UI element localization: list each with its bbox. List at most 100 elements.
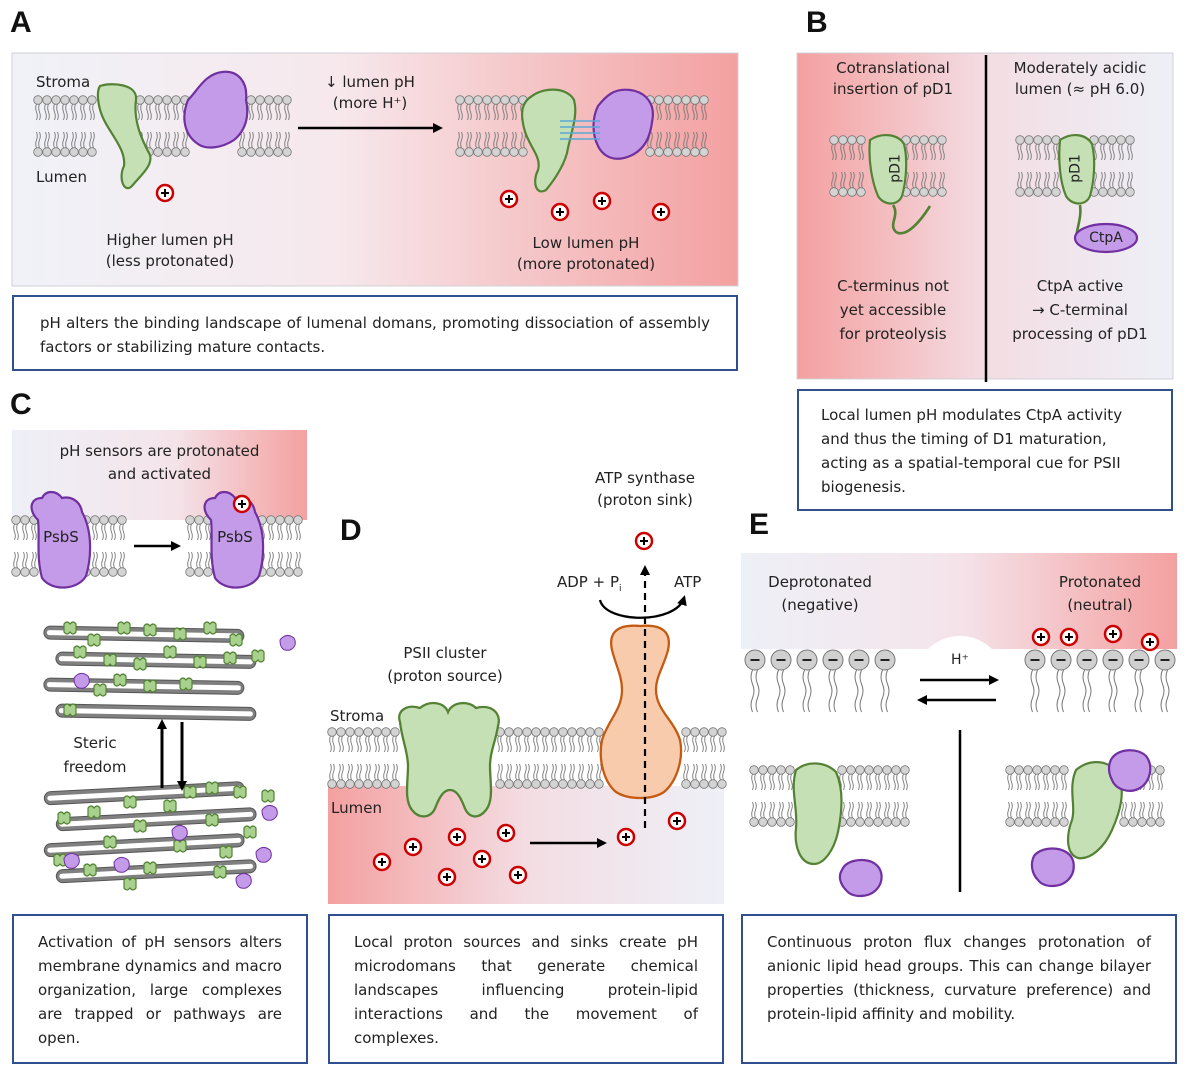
higher-ph-label-line2: (less protonated) — [105, 252, 235, 270]
lumenal-protein-purple — [183, 70, 249, 149]
psii-complex — [93, 683, 107, 697]
psbs-label-right: PsbS — [217, 528, 253, 546]
lipid — [767, 765, 777, 827]
anionic-lipid-head — [770, 649, 792, 713]
protonated-label-line2: (neutral) — [1067, 596, 1133, 614]
anionic-lipid-head — [1076, 649, 1098, 713]
lipid — [293, 515, 303, 577]
lipid — [1014, 765, 1024, 827]
anionic-lipid-head — [1154, 649, 1176, 713]
psii-complex — [203, 621, 217, 635]
lipid — [194, 515, 204, 577]
lumen-label-a: Lumen — [36, 168, 87, 186]
lipid — [891, 765, 901, 827]
lipid — [108, 515, 118, 577]
cotranslational-title-line2: insertion of pD1 — [832, 80, 954, 98]
lipid — [185, 515, 195, 577]
ctpa-label: CtpA — [1089, 230, 1123, 246]
psii-complex — [205, 813, 219, 827]
psii-label-line2: (proton source) — [387, 667, 503, 685]
lipid — [540, 727, 550, 789]
acidic-lumen-title-line2: lumen (≈ pH 6.0) — [1014, 80, 1146, 98]
mobile-complex — [255, 846, 272, 863]
caption-e: Continuous proton flux changes protonati… — [741, 914, 1177, 1064]
pd1-label-left: pD1 — [887, 154, 904, 183]
anionic-lipid-head — [796, 649, 818, 713]
deprotonated-membrane — [744, 649, 896, 713]
lipid — [372, 727, 382, 789]
psii-complex — [123, 877, 137, 891]
lipid — [699, 727, 709, 789]
psii-complex — [261, 789, 275, 803]
psii-complex — [123, 795, 137, 809]
deprotonated-label-line2: (negative) — [781, 596, 859, 614]
anionic-lipid-head — [874, 649, 896, 713]
lipid — [363, 727, 373, 789]
psii-complex — [219, 845, 233, 859]
low-ph-label-line2: (more protonated) — [516, 255, 656, 273]
psii-complex — [63, 703, 77, 717]
psii-complex — [63, 621, 77, 635]
lipid — [99, 515, 109, 577]
lipid — [1005, 765, 1015, 827]
lipid — [567, 727, 577, 789]
panel-label-b: B — [806, 6, 828, 39]
lipid — [275, 515, 285, 577]
psii-complex — [87, 805, 101, 819]
psii-complex — [143, 623, 157, 637]
arrow-label-a-line2: (more H⁺) — [332, 94, 408, 112]
lipid — [11, 515, 21, 577]
psii-complex — [133, 819, 147, 833]
lipid — [1050, 765, 1060, 827]
atp-synthase-label-line2: (proton sink) — [597, 491, 693, 509]
sensor-label-line1: pH sensors are protonated — [59, 442, 260, 460]
caption-d: Local proton sources and sinks create pH… — [328, 914, 724, 1064]
psii-complex — [183, 785, 197, 799]
lipid — [690, 727, 700, 789]
panel-b-artwork — [796, 52, 1174, 382]
panel-d-artwork — [327, 531, 727, 904]
sensor-label-line2: and activated — [107, 465, 212, 483]
protonated-label-line1: Protonated — [1058, 573, 1142, 591]
lipid — [20, 515, 30, 577]
assembly-factor-green — [96, 83, 152, 190]
atp-label: ATP — [674, 573, 702, 591]
lipid — [900, 765, 910, 827]
mobile-complex — [261, 804, 278, 821]
psii-complex — [163, 799, 177, 813]
lipid — [531, 727, 541, 789]
hplus-label: H⁺ — [951, 652, 969, 668]
deprotonated-label-line1: Deprotonated — [768, 573, 872, 591]
binding-contacts — [560, 120, 600, 140]
right-note-line1: CtpA active — [1036, 277, 1124, 295]
acidic-lumen-title-line1: Moderately acidic — [1013, 59, 1147, 77]
psii-complex — [133, 657, 147, 671]
stroma-label-a: Stroma — [36, 73, 91, 91]
panel-c-artwork — [11, 430, 307, 891]
left-note-line3: for proteolysis — [839, 325, 947, 343]
psii-complex — [73, 645, 87, 659]
lipid — [855, 765, 865, 827]
caption-c: Activation of pH sensors alters membrane… — [12, 914, 308, 1064]
mobile-complex — [171, 824, 188, 841]
lipid — [749, 765, 759, 827]
psii-complex — [173, 839, 187, 853]
lipid — [522, 727, 532, 789]
psii-complex — [229, 633, 243, 647]
psbs-label-left: PsbS — [43, 528, 79, 546]
lipid — [327, 727, 337, 789]
lipid — [1041, 765, 1051, 827]
psii-complex — [173, 627, 187, 641]
higher-ph-label-line1: Higher lumen pH — [106, 231, 234, 249]
lipid — [1155, 765, 1165, 827]
lipid — [549, 727, 559, 789]
right-note-line2: → C-terminal — [1032, 301, 1128, 319]
lipid — [776, 765, 786, 827]
low-ph-label-line1: Low lumen pH — [532, 234, 640, 252]
lipid — [846, 765, 856, 827]
psii-complex — [179, 677, 193, 691]
lipid — [345, 727, 355, 789]
anionic-lipid-head — [822, 649, 844, 713]
psii-complex — [113, 673, 127, 687]
